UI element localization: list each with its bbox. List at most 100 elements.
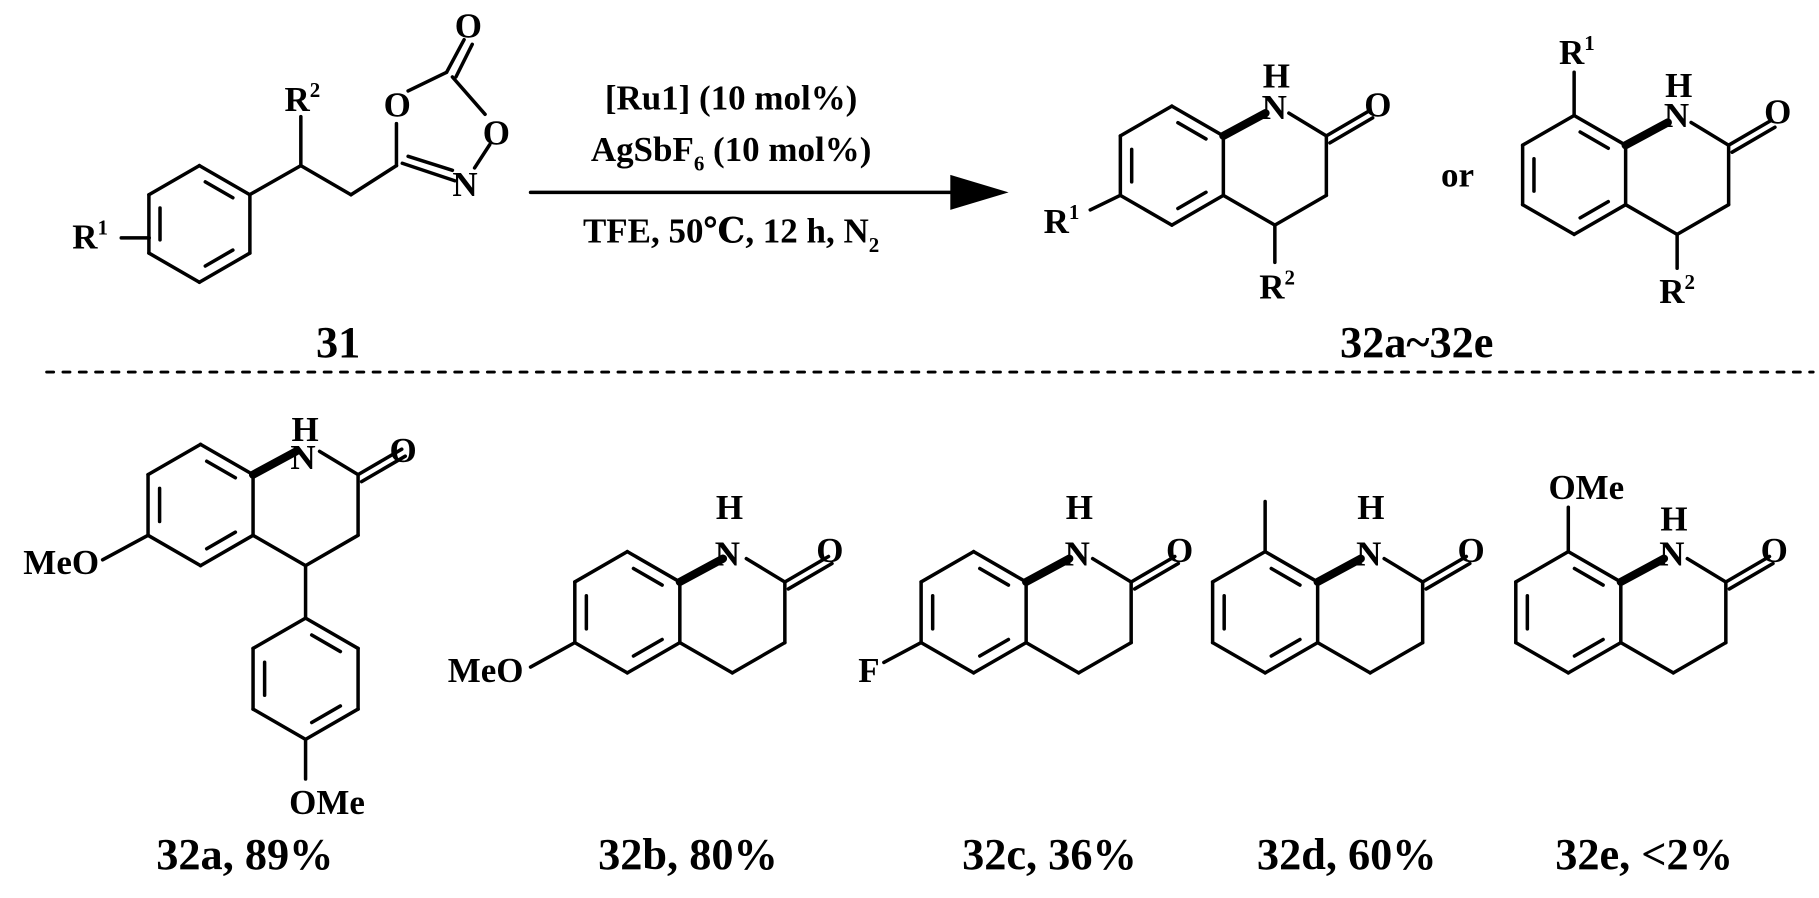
bond [303, 533, 360, 568]
reaction-arrow-head [950, 174, 1009, 210]
bond [1520, 113, 1576, 147]
bond [198, 442, 255, 477]
bond [1170, 193, 1226, 227]
bond [1724, 554, 1772, 584]
general-product-8-substituted: R1 H N O R2 [1559, 31, 1791, 311]
general-product-6-substituted: H N O R1 R2 [1044, 56, 1392, 306]
bond [786, 561, 834, 591]
bond [1685, 556, 1728, 584]
bond [198, 533, 255, 568]
aryl-substituent-label: OMe [289, 783, 365, 822]
r1-label: R1 [72, 215, 108, 256]
nh-nitrogen: N [290, 438, 315, 477]
nh-hydrogen: H [716, 488, 743, 527]
carbonyl-oxygen: O [1764, 93, 1791, 132]
nh-hydrogen: H [1660, 500, 1687, 539]
bond [1578, 199, 1611, 220]
bond [1269, 637, 1302, 658]
bond [317, 449, 360, 477]
bond [1675, 202, 1731, 237]
bond [303, 707, 360, 742]
bond [919, 549, 976, 584]
bond [730, 640, 787, 675]
ring-oxygen-1: O [384, 86, 411, 125]
bond [783, 554, 831, 584]
bond [919, 640, 976, 675]
bond [147, 251, 202, 284]
bond [1088, 193, 1123, 212]
bond [1572, 202, 1628, 237]
bond [1368, 640, 1425, 675]
bond [1210, 549, 1267, 584]
nh-nitrogen: N [715, 535, 740, 574]
bond [356, 447, 404, 477]
bond [1129, 554, 1177, 584]
bond [247, 163, 303, 197]
bond [1024, 640, 1081, 675]
bond [971, 640, 1028, 675]
bond [1132, 561, 1181, 591]
bond [978, 566, 1011, 587]
bond [1269, 566, 1302, 587]
bond [1671, 640, 1728, 675]
bond [1315, 640, 1372, 675]
bond [251, 707, 308, 742]
substituent-label: MeO [448, 651, 524, 690]
product-32c: H N O F 32c, 36% [858, 488, 1193, 879]
solvent-temp-text: TFE, 50℃, 12 h, N2 [583, 212, 879, 257]
bond [203, 248, 235, 268]
product-caption: 32d, 60% [1257, 830, 1437, 879]
nh-hydrogen: H [1665, 66, 1692, 105]
carbonyl-oxygen: O [1364, 86, 1391, 125]
bond [147, 163, 202, 197]
ring-nitrogen: N [452, 165, 477, 204]
bond [1273, 193, 1329, 227]
bond [882, 640, 923, 665]
bond [1572, 566, 1605, 587]
bond [349, 163, 399, 197]
r2-label: R2 [1659, 270, 1695, 311]
bond [1382, 556, 1425, 584]
bond [1572, 637, 1605, 658]
bond [251, 616, 308, 651]
bond [1578, 130, 1611, 151]
bond [1219, 109, 1270, 140]
bond [675, 554, 728, 587]
bond [197, 163, 252, 197]
bond [678, 640, 735, 675]
bond [1621, 118, 1672, 150]
bond [573, 549, 630, 584]
bond [1313, 554, 1365, 587]
bond [1210, 640, 1267, 675]
additive-text: AgSbF6 (10 mol%) [591, 130, 872, 175]
bond [1090, 556, 1133, 584]
nh-nitrogen: N [1262, 88, 1287, 127]
bond [1118, 104, 1174, 138]
bond [309, 633, 343, 654]
bond [309, 704, 343, 725]
bond [359, 454, 407, 484]
bond [299, 163, 353, 197]
substituent-label: F [858, 651, 879, 690]
bond [1520, 202, 1576, 237]
bond [1727, 561, 1775, 591]
bond [1566, 549, 1623, 584]
bond [1324, 109, 1371, 138]
product-32b: H N O MeO 32b, 80% [448, 488, 844, 879]
product-caption: 32b, 80% [598, 830, 778, 879]
bond [197, 251, 252, 284]
bond [978, 637, 1011, 658]
bond [625, 549, 682, 584]
bond [444, 37, 466, 75]
bond [744, 556, 787, 584]
bond [528, 640, 577, 669]
bond [1726, 118, 1774, 147]
bond [1623, 202, 1679, 237]
nh-hydrogen: H [292, 410, 319, 449]
carbonyl-oxygen: O [816, 531, 843, 570]
catalyst-text: [Ru1] (10 mol%) [605, 79, 858, 118]
bond [1022, 554, 1074, 587]
bond [454, 42, 474, 79]
r2-label: R2 [1259, 266, 1295, 307]
